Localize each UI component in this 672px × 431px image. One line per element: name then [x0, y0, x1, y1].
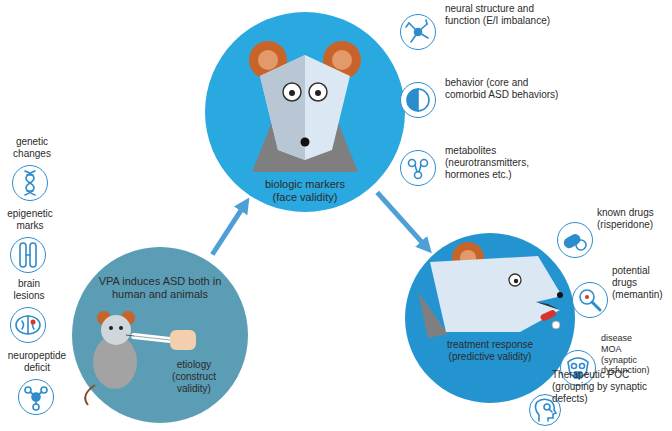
pill-icon — [563, 233, 586, 250]
icon-circle: brain lesions — [10, 307, 46, 343]
neuron-icon — [406, 20, 428, 42]
neuropeptide-icon — [25, 387, 47, 410]
behavior-icon — [407, 89, 429, 111]
mouse-treatment — [418, 242, 563, 338]
icon-circle: epigenetic marks — [10, 237, 46, 273]
icon-circle: neuropeptide deficit — [18, 379, 54, 415]
icon-label: potential drugs (memantin) — [612, 265, 669, 301]
circle-heading: treatment response (predictive validity) — [435, 339, 545, 363]
icon-label: behavior (core and comorbid ASD behavior… — [445, 77, 563, 101]
circle-heading: VPA induces ASD both in human and animal… — [98, 275, 222, 301]
biomarker-circle: biologic markers (face validity) — [205, 12, 405, 212]
circle-label: etiology (construct validity) — [154, 359, 234, 395]
icon-label: known drugs (risperidone) — [597, 207, 669, 231]
mask-icon — [568, 358, 588, 378]
head-icon — [535, 399, 556, 421]
icon-label: metabolites (neurotransmitters, hormones… — [445, 145, 567, 181]
metabolite-icon — [409, 160, 428, 179]
treatment-circle: treatment response (predictive validity) — [405, 233, 575, 403]
icon-circle: metabolites (neurotransmitters, hormones… — [400, 150, 436, 186]
mouse-injection — [85, 311, 196, 405]
circle-heading: biologic markers (face validity) — [255, 178, 355, 204]
icon-circle: Therapeutic POC (grouping by synaptic de… — [529, 394, 561, 426]
flow-arrow — [377, 192, 426, 247]
mouse-face — [249, 41, 361, 172]
brain-icon — [16, 316, 40, 334]
icon-label: genetic changes — [2, 136, 62, 160]
icon-circle: disease MOA (synaptic dysfunction) — [560, 350, 596, 386]
icon-circle: genetic changes — [12, 165, 48, 201]
icon-circle: potential drugs (memantin) — [572, 282, 608, 318]
icon-label: neural structure and function (E/I imbal… — [445, 3, 563, 27]
chromosome-icon — [20, 243, 36, 267]
icon-label: brain lesions — [3, 278, 55, 302]
icon-circle: known drugs (risperidone) — [557, 222, 593, 258]
flow-arrow — [212, 204, 245, 254]
dna-icon — [25, 171, 35, 195]
etiology-circle: VPA induces ASD both in human and animal… — [72, 247, 248, 423]
magnifier-icon — [580, 290, 600, 310]
icon-label: neuropeptide deficit — [4, 350, 70, 374]
icon-glyphs — [16, 20, 600, 421]
icon-label: epigenetic marks — [2, 208, 58, 232]
icon-circle: behavior (core and comorbid ASD behavior… — [400, 82, 436, 118]
icon-circle: neural structure and function (E/I imbal… — [400, 14, 436, 50]
icon-label: Therapeutic POC (grouping by synaptic de… — [552, 369, 656, 405]
